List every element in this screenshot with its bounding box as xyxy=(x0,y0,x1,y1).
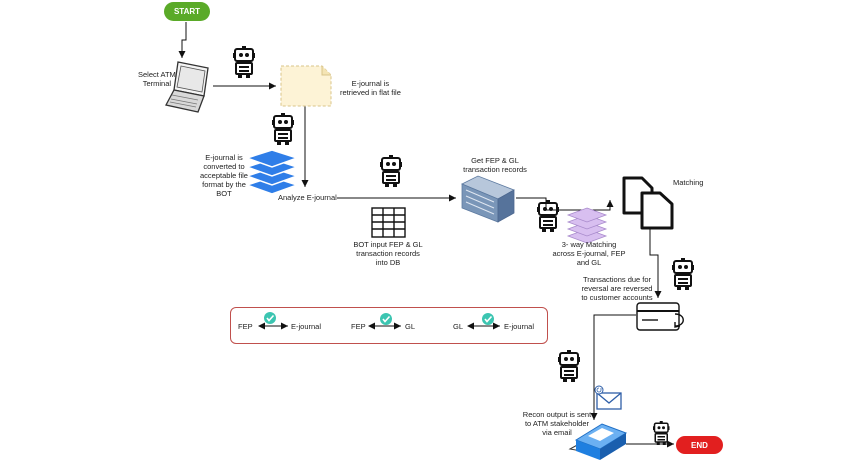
legend-3-left: GL xyxy=(453,322,464,331)
connector-lines xyxy=(178,22,674,448)
legend-2-left: FEP xyxy=(351,322,366,331)
robot-icon-4 xyxy=(536,199,560,233)
select-atm-label: Select ATM Terminal xyxy=(138,70,176,88)
documents-icon xyxy=(622,176,674,230)
laptop-icon xyxy=(165,61,209,113)
matching-label: Matching xyxy=(673,178,704,187)
robot-icon-7 xyxy=(652,420,671,446)
robot-icon-3 xyxy=(379,154,403,188)
reversal-label: Transactions due for reversal are revers… xyxy=(581,275,653,302)
stack-icon xyxy=(566,207,608,244)
robot-icon-5 xyxy=(671,257,695,291)
matching-legend-box xyxy=(230,307,548,344)
ejournal-retrieved-label: E-journal is retrieved in flat file xyxy=(340,79,401,97)
analyze-label: Analyze E-journal xyxy=(278,193,337,202)
end-terminal: END xyxy=(676,436,723,454)
robot-icon-1 xyxy=(232,45,256,79)
get-records-label: Get FEP & GL transaction records xyxy=(463,156,527,174)
robot-icon-6 xyxy=(557,349,581,383)
legend-1-left: FEP xyxy=(238,322,253,331)
robot-icon-2 xyxy=(271,112,295,146)
bot-input-label: BOT input FEP & GL transaction records i… xyxy=(353,240,423,267)
credit-card-icon xyxy=(636,302,684,331)
spreadsheet-icon xyxy=(371,207,406,238)
legend-2-right: GL xyxy=(405,322,416,331)
start-terminal: START xyxy=(164,2,210,21)
email-icon xyxy=(594,385,622,410)
ejournal-file-icon xyxy=(280,65,332,107)
recon-output-label: Recon output is sent to ATM stakeholder … xyxy=(522,410,592,437)
layers-icon xyxy=(244,149,300,195)
ejournal-converted-label: E-journal is converted to acceptable fil… xyxy=(200,153,248,198)
printer-icon xyxy=(568,423,628,460)
database-icon xyxy=(461,175,515,223)
legend-3-right: E-journal xyxy=(504,322,535,331)
legend-1-right: E-journal xyxy=(291,322,322,331)
three-way-label: 3- way Matching across E-journal, FEP an… xyxy=(552,240,626,267)
